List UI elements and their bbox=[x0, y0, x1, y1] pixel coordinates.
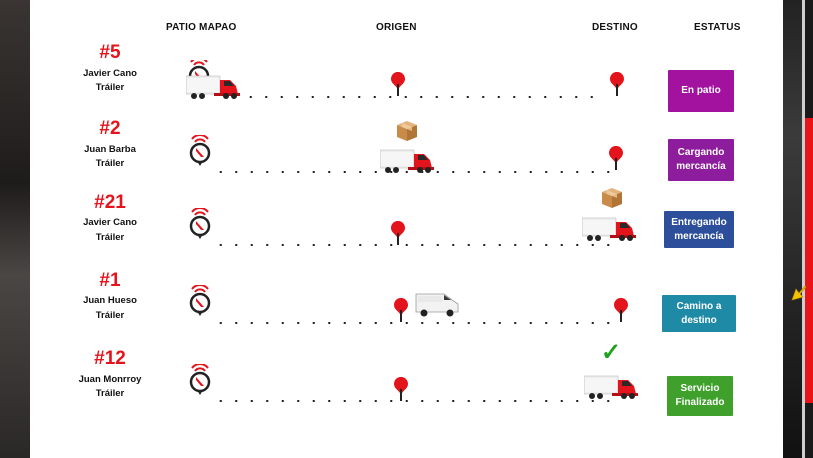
origin-pin-icon bbox=[394, 298, 408, 322]
driver-name: Javier Cano bbox=[83, 68, 137, 79]
locator-icon bbox=[189, 285, 211, 318]
unit-number: #21 bbox=[94, 192, 126, 213]
background-left bbox=[0, 0, 30, 458]
destination-pin-icon bbox=[614, 298, 628, 322]
status-badge[interactable]: Cargando mercancía bbox=[668, 139, 734, 181]
unit-type: Tráiler bbox=[95, 232, 125, 243]
unit-number: #12 bbox=[94, 348, 126, 369]
status-badge[interactable]: Servicio Finalizado bbox=[667, 376, 733, 416]
truck-icon[interactable] bbox=[186, 70, 244, 100]
header-estatus: ESTATUS bbox=[694, 22, 741, 33]
locator-icon bbox=[189, 135, 211, 168]
status-badge[interactable]: Entregando mercancía bbox=[664, 211, 734, 248]
scrollbar-edge bbox=[802, 0, 805, 458]
route-dots bbox=[213, 400, 613, 402]
driver-name: Juan Monrroy bbox=[78, 374, 142, 385]
van-icon[interactable] bbox=[414, 286, 460, 318]
locator-icon bbox=[189, 208, 211, 241]
truck-icon[interactable] bbox=[380, 144, 438, 174]
package-icon bbox=[602, 188, 622, 208]
driver-name: Juan Barba bbox=[84, 144, 136, 155]
header-origen: ORIGEN bbox=[376, 22, 417, 33]
route-dots bbox=[213, 244, 613, 246]
unit-type: Tráiler bbox=[95, 310, 125, 321]
header-patio: PATIO MAPAO bbox=[166, 22, 237, 33]
destination-pin-icon bbox=[609, 146, 623, 170]
checkmark-icon: ✓ bbox=[601, 339, 622, 366]
cursor-arrow-icon bbox=[791, 285, 807, 301]
origin-pin-icon bbox=[391, 72, 405, 96]
unit-number: #2 bbox=[99, 118, 121, 139]
origin-pin-icon bbox=[391, 221, 405, 245]
unit-type: Tráiler bbox=[95, 388, 125, 399]
unit-type: Tráiler bbox=[95, 82, 125, 93]
status-badge[interactable]: Camino a destino bbox=[662, 295, 736, 332]
route-dots bbox=[213, 322, 613, 324]
driver-name: Javier Cano bbox=[83, 217, 137, 228]
unit-type: Tráiler bbox=[95, 158, 125, 169]
scrollbar-thumb[interactable] bbox=[805, 118, 813, 403]
driver-name: Juan Hueso bbox=[83, 295, 137, 306]
locator-icon bbox=[189, 364, 211, 397]
truck-icon[interactable] bbox=[584, 370, 642, 400]
status-badge[interactable]: En patio bbox=[668, 70, 734, 112]
package-icon bbox=[397, 121, 417, 141]
truck-icon[interactable] bbox=[582, 212, 640, 242]
destination-pin-icon bbox=[610, 72, 624, 96]
header-destino: DESTINO bbox=[592, 22, 638, 33]
unit-number: #1 bbox=[99, 270, 121, 291]
route-dots bbox=[213, 171, 613, 173]
unit-number: #5 bbox=[99, 42, 121, 63]
origin-pin-icon bbox=[394, 377, 408, 401]
route-dots bbox=[243, 96, 603, 98]
